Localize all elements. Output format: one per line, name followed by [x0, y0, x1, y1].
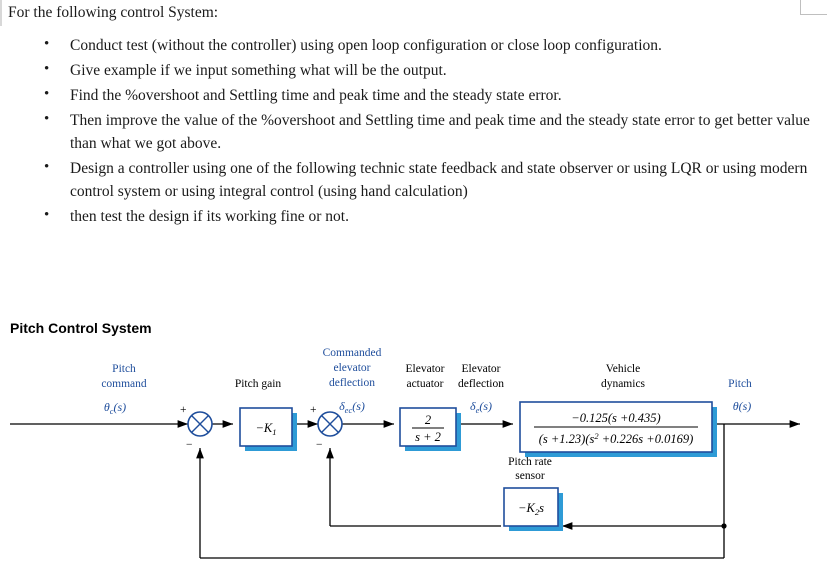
pitch-control-block-diagram: Pitch command Pitch gain Commanded eleva…: [0, 336, 827, 576]
list-item: Conduct test (without the controller) us…: [44, 33, 827, 57]
label-sum2-plus: +: [310, 404, 317, 416]
label-vehicle-dynamics-line2: dynamics: [601, 378, 646, 390]
label-sum2-minus: −: [316, 439, 323, 451]
label-pitch-gain: Pitch gain: [235, 378, 282, 390]
label-elevator-deflection-line2: deflection: [458, 378, 504, 390]
label-pitch-command-line2: command: [101, 378, 147, 390]
label-input-signal: θc(s): [104, 400, 126, 416]
label-deflection-signal: δe(s): [470, 399, 492, 415]
label-commanded-line3: deflection: [329, 377, 375, 389]
block-pitch-rate-sensor: −K2s: [503, 487, 563, 531]
block-elevator-actuator: 2 s + 2: [399, 407, 461, 451]
label-elevator-actuator-line1: Elevator: [406, 363, 445, 375]
list-item: Give example if we input something what …: [44, 58, 827, 82]
label-elevator-actuator-line2: actuator: [406, 378, 443, 390]
label-plant-numerator: −0.125(s +0.435): [571, 411, 660, 425]
label-pitch-command-line1: Pitch: [112, 363, 136, 375]
label-commanded-line2: elevator: [333, 362, 370, 374]
label-commanded-signal: δec(s): [339, 399, 365, 415]
summing-junction-2: [317, 411, 343, 437]
label-sum1-plus: +: [180, 404, 187, 416]
figure-title: Pitch Control System: [10, 320, 152, 336]
label-sum1-minus: −: [186, 439, 193, 451]
block-pitch-gain: −K1: [239, 407, 297, 451]
label-pitch-rate-sensor-line2: sensor: [515, 470, 545, 482]
label-rate-gain-expr: −K2s: [518, 501, 544, 517]
list-item: then test the design if its working fine…: [44, 204, 827, 228]
label-elevator-deflection-line1: Elevator: [462, 363, 501, 375]
label-plant-denominator: (s +1.23)(s2 +0.226s +0.0169): [539, 431, 694, 446]
label-commanded-line1: Commanded: [323, 347, 382, 359]
label-actuator-numerator: 2: [425, 413, 431, 427]
list-item: Then improve the value of the %overshoot…: [44, 108, 827, 155]
page-left-edge-bar: [0, 0, 2, 26]
label-vehicle-dynamics-line1: Vehicle: [606, 363, 640, 375]
summing-junction-1: [187, 411, 213, 437]
list-item: Design a controller using one of the fol…: [44, 156, 827, 203]
label-actuator-denominator: s + 2: [415, 430, 441, 444]
label-pitch-rate-sensor-line1: Pitch rate: [508, 456, 552, 468]
label-pitch-gain-expr: −K1: [255, 421, 276, 437]
junction-dot: [721, 523, 727, 529]
block-vehicle-dynamics: −0.125(s +0.435) (s +1.23)(s2 +0.226s +0…: [519, 401, 717, 457]
label-pitch-output: Pitch: [728, 378, 752, 390]
label-output-signal: θ(s): [733, 399, 752, 413]
task-bullet-list: Conduct test (without the controller) us…: [20, 33, 827, 230]
list-item: Find the %overshoot and Settling time an…: [44, 83, 827, 107]
intro-text: For the following control System:: [8, 4, 219, 21]
page-corner-marker: [800, 0, 827, 15]
